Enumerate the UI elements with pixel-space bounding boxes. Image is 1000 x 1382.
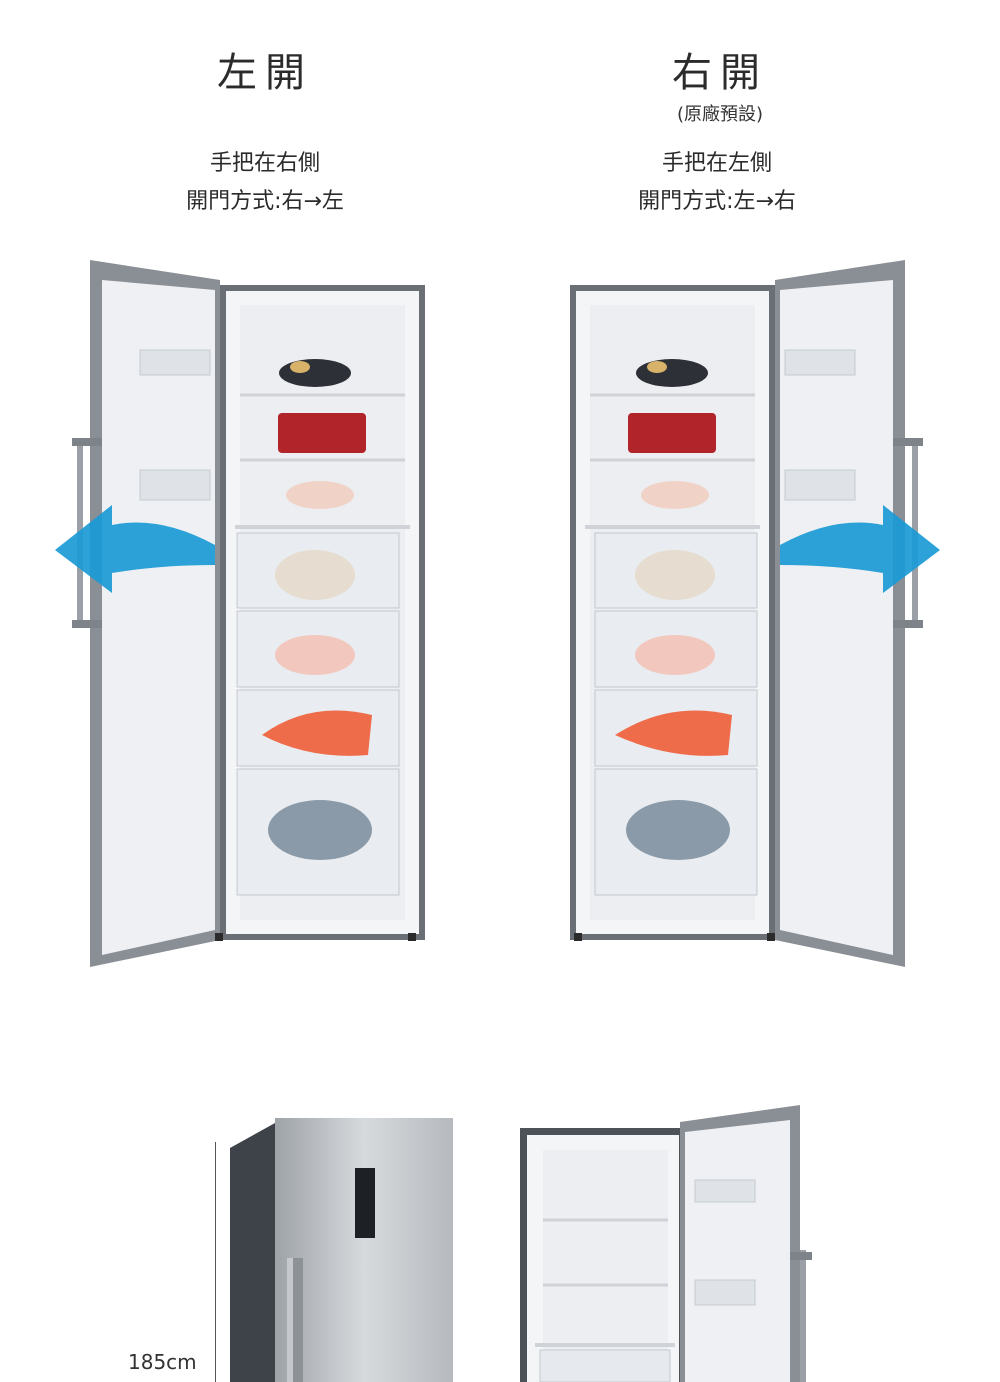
right-default-note: (原廠預設) (676, 104, 764, 125)
right-handle-text: 手把在左側 (661, 151, 772, 176)
left-open-fridge (55, 260, 425, 967)
right-heading: 右開 (原廠預設) (620, 40, 820, 126)
left-heading: 左開 (165, 40, 365, 98)
right-title: 右開 (672, 50, 768, 96)
left-handle-text: 手把在右側 (209, 151, 320, 176)
right-description: 手把在左側 開門方式:左→右 (612, 145, 822, 221)
left-opening-text: 開門方式:右→左 (186, 189, 344, 214)
left-description: 手把在右側 開門方式:右→左 (160, 145, 370, 221)
closed-fridge (230, 1118, 453, 1382)
right-opening-text: 開門方式:左→右 (638, 189, 796, 214)
right-open-fridge (570, 260, 940, 967)
left-title: 左開 (217, 50, 313, 96)
arrow-left-icon (55, 505, 215, 593)
height-dimension-line (215, 1142, 216, 1382)
arrow-right-icon (780, 505, 940, 593)
height-label: 185cm (128, 1350, 197, 1374)
open-fridge-bottom (520, 1105, 812, 1382)
